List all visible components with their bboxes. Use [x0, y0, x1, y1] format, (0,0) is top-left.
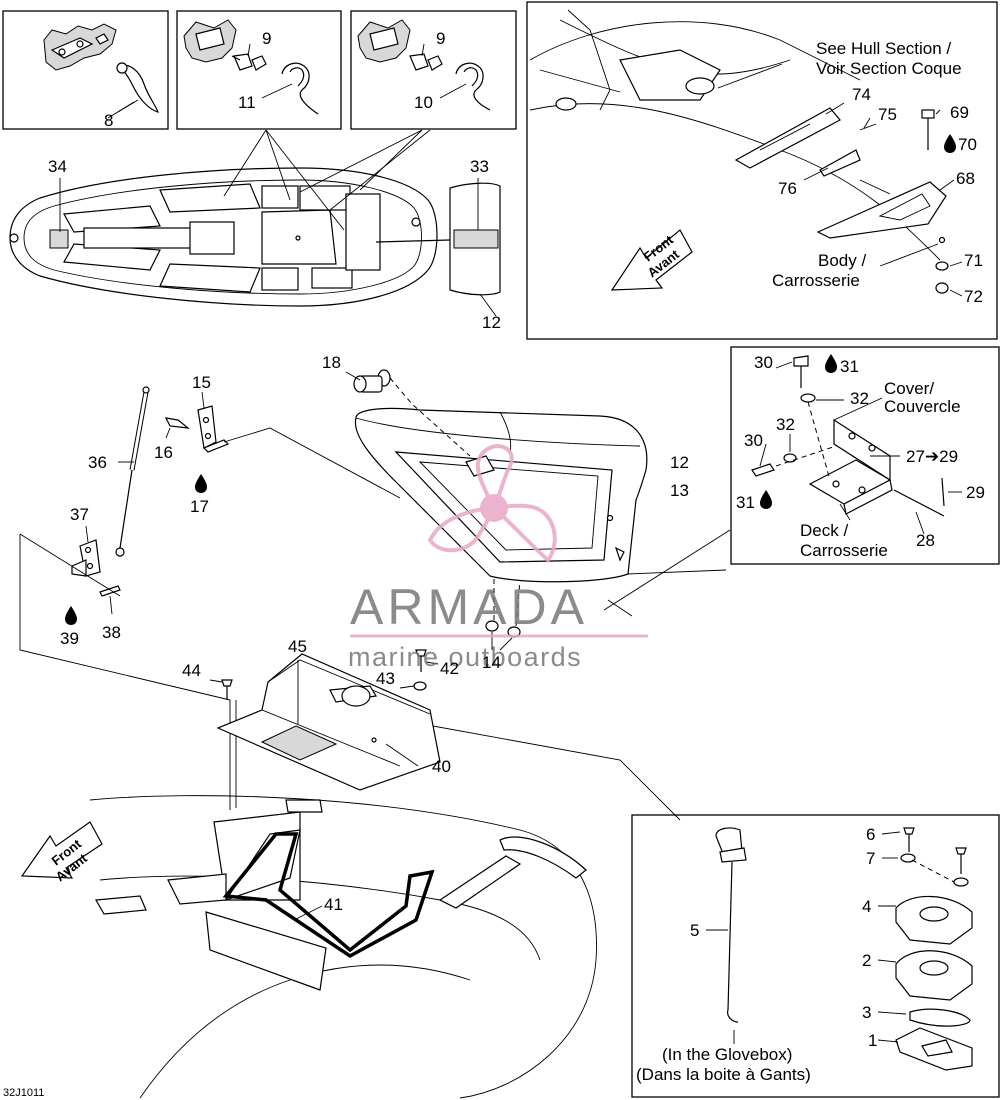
- callout-31-b: 31: [736, 493, 755, 512]
- label-hull-section: See Hull Section /: [816, 39, 951, 58]
- callout-8: 8: [104, 111, 113, 130]
- callout-40: 40: [432, 757, 451, 776]
- hinge-assembly: [751, 355, 962, 535]
- callout-10: 10: [414, 93, 433, 112]
- callout-43: 43: [376, 669, 395, 688]
- detail-box-hull-section: [526, 1, 998, 340]
- watermark-brand: ARMADA: [350, 579, 588, 635]
- callout-9-a: 9: [262, 29, 271, 48]
- callout-9-b: 9: [436, 29, 445, 48]
- leader-lines-top: [59, 43, 497, 317]
- bumper-18: [345, 369, 471, 457]
- label-deck: Deck /: [800, 521, 848, 540]
- diagram-code: 32J1011: [3, 1087, 44, 1099]
- callout-30-a: 30: [754, 353, 773, 372]
- detail-box-strap-11: [176, 10, 342, 130]
- gas-spring-36: [115, 386, 150, 557]
- label-body-fr: Carrosserie: [772, 271, 860, 290]
- callout-12-a: 12: [482, 313, 501, 332]
- callout-14: 14: [482, 653, 501, 672]
- callout-69: 69: [950, 103, 969, 122]
- assembly-lines: [19, 529, 731, 821]
- callout-18: 18: [322, 353, 341, 372]
- callout-38: 38: [102, 623, 121, 642]
- callout-7: 7: [866, 849, 875, 868]
- screw-16: [164, 417, 190, 439]
- callout-39: 39: [60, 629, 79, 648]
- watermark-tagline: marine outboards: [348, 642, 582, 672]
- latch-assembly: [706, 827, 973, 1071]
- storage-lid-panel: [375, 182, 501, 296]
- callout-34: 34: [48, 157, 67, 176]
- callout-68: 68: [956, 169, 975, 188]
- callout-31-a: 31: [840, 357, 859, 376]
- callout-41: 41: [324, 895, 343, 914]
- front-arrow-bottom: [20, 821, 103, 879]
- callout-33: 33: [470, 157, 489, 176]
- front-arrow-top: [610, 229, 693, 291]
- callout-28: 28: [916, 531, 935, 550]
- label-deck-fr: Carrosserie: [800, 541, 888, 560]
- label-glovebox: (In the Glovebox): [662, 1045, 792, 1064]
- callout-32-b: 32: [776, 415, 795, 434]
- callout-42: 42: [440, 659, 459, 678]
- callout-1: 1: [868, 1031, 877, 1050]
- label-body: Body /: [818, 251, 866, 270]
- bracket-37: [71, 525, 101, 577]
- detail-box-latch: [631, 814, 1000, 1098]
- sealant-drop-icon-39: [65, 606, 77, 625]
- callout-37: 37: [70, 505, 89, 524]
- label-range-27-29: 27➔29: [906, 447, 958, 466]
- propeller-logo: [427, 444, 557, 563]
- glovebox-lid: [354, 407, 648, 583]
- callout-11: 11: [238, 93, 256, 112]
- detail-box-strap-10: [350, 10, 517, 130]
- callout-2: 2: [862, 951, 871, 970]
- detail-box-hinge: [730, 346, 1000, 565]
- callout-16: 16: [154, 443, 173, 462]
- screw-44: [221, 679, 233, 700]
- hull-section-detail: [529, 9, 963, 297]
- sealant-drop-icon-17: [195, 474, 207, 493]
- callout-12-b: 12: [670, 453, 689, 472]
- strap-bracket-10: [357, 19, 491, 111]
- boat-top-view: [9, 167, 438, 307]
- callout-32-a: 32: [850, 389, 869, 408]
- callout-29: 29: [966, 483, 985, 502]
- strap-bracket-8: [43, 23, 159, 113]
- label-glovebox-fr: (Dans la boite à Gants): [636, 1065, 811, 1084]
- deck-view-bottom: [89, 795, 597, 1099]
- callout-71: 71: [964, 251, 983, 270]
- callout-76: 76: [778, 179, 797, 198]
- callout-17: 17: [190, 497, 209, 516]
- label-cover: Cover/: [884, 379, 934, 398]
- callout-4: 4: [862, 897, 871, 916]
- tray-40: [209, 653, 441, 791]
- armada-watermark: ARMADA marine outboards: [348, 444, 648, 672]
- callout-3: 3: [862, 1003, 871, 1022]
- callout-44: 44: [182, 661, 201, 680]
- callout-30-b: 30: [744, 431, 763, 450]
- detail-box-strap-8: [2, 10, 169, 130]
- callout-72: 72: [964, 287, 983, 306]
- sealant-drop-icon-70: [944, 134, 956, 153]
- callout-45: 45: [288, 637, 307, 656]
- screw-38: [99, 585, 121, 615]
- callout-36: 36: [88, 453, 107, 472]
- callout-13: 13: [670, 481, 689, 500]
- label-hull-section-fr: Voir Section Coque: [816, 59, 962, 78]
- callout-5: 5: [690, 921, 699, 940]
- callout-6: 6: [866, 825, 875, 844]
- callout-15: 15: [192, 373, 211, 392]
- callout-74: 74: [852, 85, 871, 104]
- sealant-drop-icon-31b: [760, 490, 772, 509]
- bracket-15: [197, 391, 401, 499]
- callout-70: 70: [958, 135, 977, 154]
- label-cover-fr: Couvercle: [884, 397, 961, 416]
- screw-42: [413, 649, 439, 691]
- callout-75: 75: [878, 105, 897, 124]
- sealant-drop-icon-31a: [825, 354, 837, 373]
- strap-bracket-11: [183, 19, 319, 115]
